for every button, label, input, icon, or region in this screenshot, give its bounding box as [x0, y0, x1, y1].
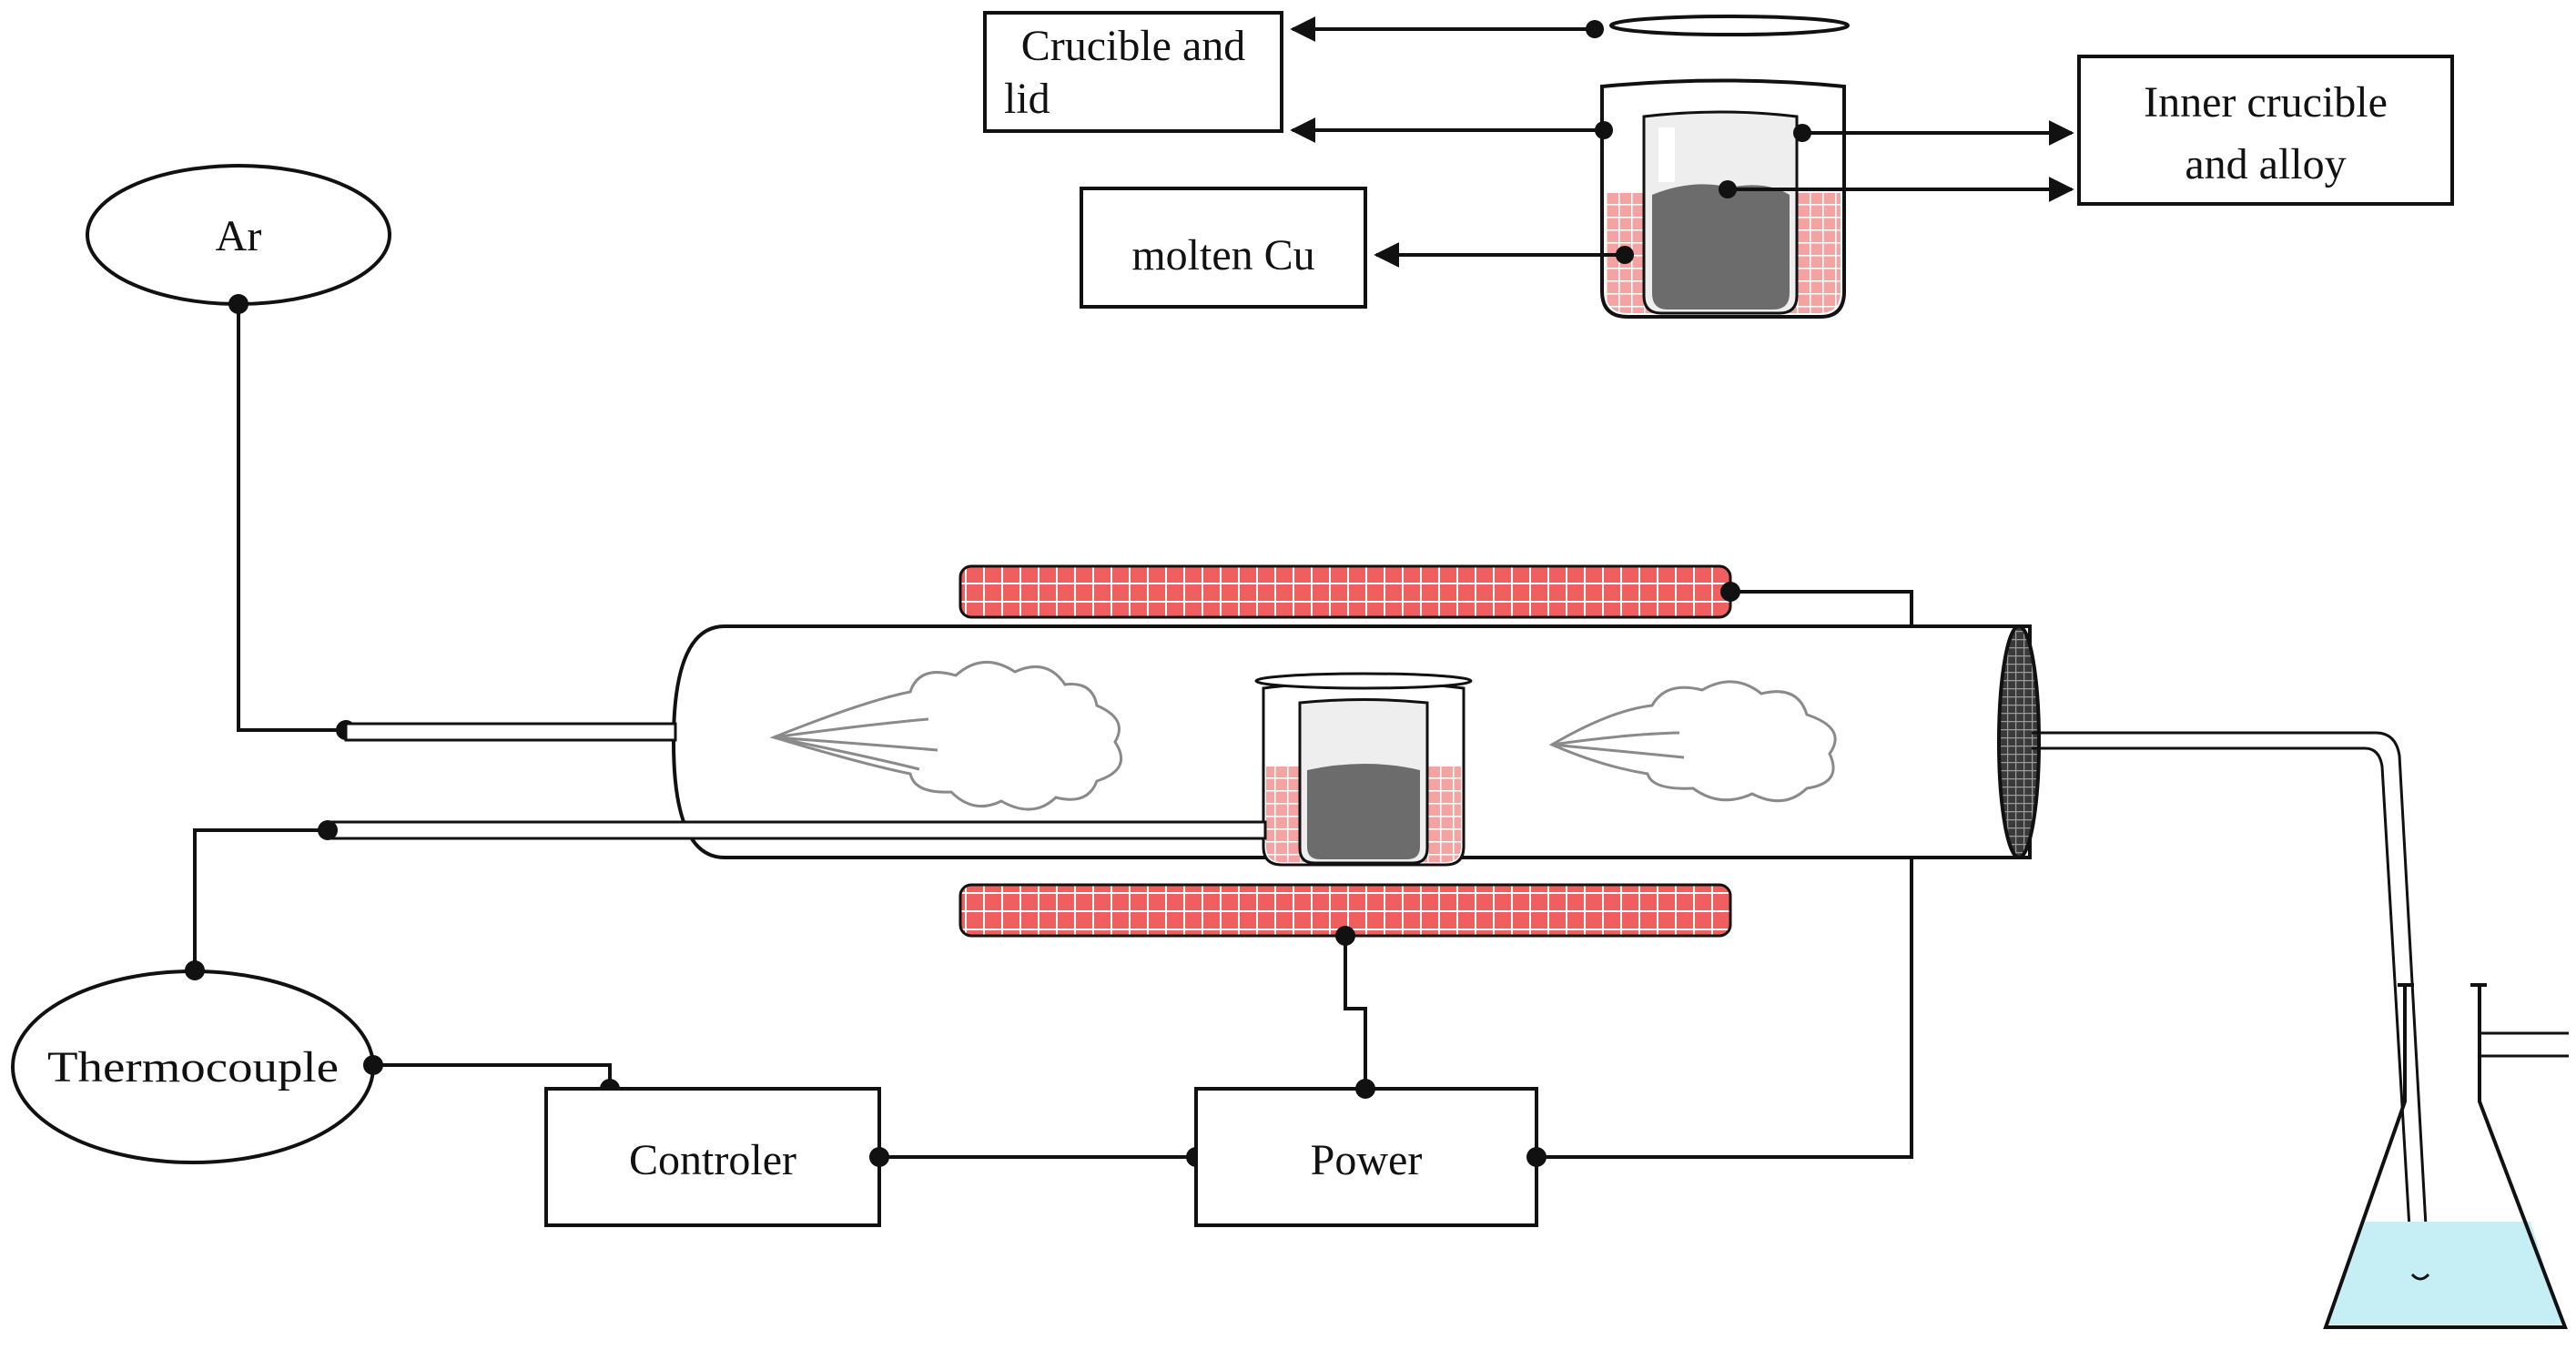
probe-end-dot — [318, 820, 338, 840]
thermocouple-label: Thermocouple — [47, 1043, 339, 1091]
crucible-inset: Crucible and lid Inner crucible and allo… — [983, 11, 2454, 319]
alloy-fill — [1652, 184, 1790, 310]
power-label: Power — [1311, 1136, 1423, 1184]
flask-body — [2323, 985, 2568, 1329]
lower-heater-dot — [1335, 926, 1355, 946]
ar-inlet-pipe — [344, 722, 677, 742]
controller-right-dot — [869, 1147, 889, 1167]
power-top-dot — [1355, 1079, 1375, 1099]
ar-line — [237, 304, 346, 732]
inner-crucible-label-line1: Inner crucible — [2144, 78, 2388, 127]
inner-crucible-shine — [1658, 127, 1675, 182]
exhaust-tube-tip — [2410, 1273, 2430, 1281]
flask-side-arm — [2480, 1031, 2569, 1058]
power-upper-heater-line — [1536, 858, 1913, 1159]
controller-label: Controler — [629, 1136, 796, 1184]
ar-label: Ar — [216, 212, 262, 260]
crucible-and-lid-box — [983, 11, 1283, 133]
power-right-dot — [1526, 1147, 1547, 1167]
inner-crucible-label-line2: and alloy — [2185, 140, 2346, 188]
upper-heater-return-line — [1730, 590, 1913, 626]
upper-heater-dot — [1720, 582, 1740, 602]
upper-heater — [958, 564, 1732, 619]
gas-flow-right — [1548, 680, 1837, 803]
crucible-and-lid-label-line2: lid — [1004, 75, 1050, 123]
molten-cu-label: molten Cu — [1131, 231, 1314, 279]
inner-crucible-box — [2077, 55, 2454, 206]
thermocouple-controller-line — [373, 1063, 612, 1089]
gas-flow-left — [769, 660, 1123, 811]
thermocouple-right-dot — [363, 1055, 383, 1075]
power-lower-heater-line — [1344, 936, 1367, 1089]
tube-end-mesh — [1997, 624, 2041, 859]
crucible-lid — [1609, 15, 1850, 36]
thermocouple-top-dot — [185, 960, 205, 980]
exhaust-tube-outer — [2032, 731, 2430, 1275]
molten-cu-box — [1080, 187, 1367, 309]
furnace-alloy — [1307, 764, 1420, 859]
controller-box — [544, 1087, 881, 1227]
thermocouple-probe — [326, 820, 1267, 840]
flask-water — [2328, 1222, 2562, 1325]
tube-furnace — [326, 624, 2041, 867]
argon-supply: Ar — [86, 164, 391, 740]
exhaust-tube-inner — [2032, 746, 2414, 1275]
thermocouple-signal-line — [193, 828, 328, 970]
exhaust-system — [2032, 731, 2569, 1329]
furnace-crucible-lid — [1254, 672, 1473, 690]
crucible-and-lid-label-line1: Crucible and — [1021, 22, 1246, 70]
